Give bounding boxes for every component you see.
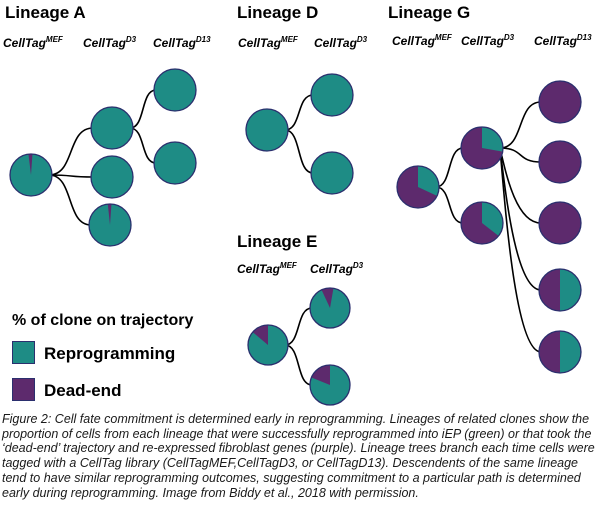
lineage-edge bbox=[499, 147, 542, 163]
pie-node-G-d13-4 bbox=[538, 268, 582, 312]
celltag-sup: D3 bbox=[356, 35, 368, 44]
dead-end-slice bbox=[107, 204, 112, 225]
column-label-g-mef: CellTagMEF bbox=[392, 33, 452, 49]
lineage-edge bbox=[435, 147, 464, 188]
lineage-edge bbox=[435, 186, 464, 224]
celltag-base: CellTag bbox=[3, 36, 46, 50]
celltag-sup: D3 bbox=[125, 35, 137, 44]
pie-node-A-d3-3 bbox=[88, 203, 132, 247]
lineage-edge bbox=[499, 147, 542, 224]
column-label-a-d13: CellTagD13 bbox=[153, 35, 211, 51]
celltag-base: CellTag bbox=[461, 34, 504, 48]
lineage-edge bbox=[284, 94, 314, 131]
lineage-edge bbox=[499, 101, 542, 149]
legend-swatch-dead-end bbox=[12, 378, 35, 401]
dead-end-slice bbox=[461, 202, 499, 245]
column-label-g-d13: CellTagD13 bbox=[534, 33, 592, 49]
lineage-edge bbox=[284, 344, 313, 386]
dead-end-slice bbox=[321, 288, 334, 308]
celltag-sup: D3 bbox=[352, 261, 364, 270]
pie-node-G-d13-2 bbox=[538, 140, 582, 184]
figure-caption: Figure 2: Cell fate commitment is determ… bbox=[2, 412, 595, 500]
lineage-d-title: Lineage D bbox=[237, 3, 319, 22]
celltag-base: CellTag bbox=[153, 36, 196, 50]
lineage-a-title: Lineage A bbox=[5, 3, 86, 22]
legend-title: % of clone on trajectory bbox=[12, 312, 194, 329]
dead-end-slice bbox=[539, 269, 560, 311]
pie-node-D-d3-1 bbox=[310, 73, 354, 117]
celltag-sup: D13 bbox=[195, 35, 211, 44]
celltag-sup: MEF bbox=[434, 33, 452, 42]
dead-end-slice bbox=[539, 331, 560, 373]
dead-end-slice bbox=[461, 127, 503, 169]
dead-end-slice bbox=[311, 365, 330, 385]
column-label-g-d3: CellTagD3 bbox=[461, 33, 515, 49]
celltag-base: CellTag bbox=[83, 36, 126, 50]
pie-node-E-d3-2 bbox=[309, 364, 351, 406]
column-label-e-d3: CellTagD3 bbox=[310, 261, 364, 277]
pie-node-G-mef bbox=[396, 165, 440, 209]
pie-node-E-d3-1 bbox=[309, 287, 351, 329]
lineage-e-title: Lineage E bbox=[237, 232, 318, 251]
lineage-edge bbox=[48, 174, 94, 178]
celltag-sup: MEF bbox=[280, 35, 298, 44]
lineage-edge bbox=[284, 129, 314, 174]
dead-end-slice bbox=[252, 325, 268, 345]
lineage-edge bbox=[129, 89, 157, 129]
lineage-edge bbox=[284, 307, 313, 346]
lineage-edge bbox=[48, 174, 92, 226]
dead-end-slice bbox=[397, 166, 438, 209]
celltag-sup: MEF bbox=[45, 35, 63, 44]
celltag-sup: D3 bbox=[503, 33, 515, 42]
celltag-base: CellTag bbox=[392, 34, 435, 48]
celltag-base: CellTag bbox=[237, 262, 280, 276]
celltag-base: CellTag bbox=[534, 34, 577, 48]
celltag-base: CellTag bbox=[310, 262, 353, 276]
pie-node-E-mef bbox=[247, 324, 289, 366]
legend-swatch-reprogramming bbox=[12, 341, 35, 364]
celltag-base: CellTag bbox=[314, 36, 357, 50]
column-label-d-d3: CellTagD3 bbox=[314, 35, 368, 51]
lineage-edge bbox=[129, 127, 157, 164]
column-label-a-mef: CellTagMEF bbox=[3, 35, 63, 51]
celltag-sup: MEF bbox=[279, 261, 297, 270]
pie-node-G-d3-1 bbox=[460, 126, 504, 170]
pie-node-D-d3-2 bbox=[310, 151, 354, 195]
pie-node-G-d13-1 bbox=[538, 80, 582, 124]
lineage-g-title: Lineage G bbox=[388, 3, 471, 22]
pie-node-A-d13-1 bbox=[153, 68, 197, 112]
pie-node-A-d13-2 bbox=[153, 141, 197, 185]
column-label-a-d3: CellTagD3 bbox=[83, 35, 137, 51]
pie-node-G-d3-2 bbox=[460, 201, 504, 245]
lineage-edge bbox=[48, 127, 94, 176]
legend-label-dead-end: Dead-end bbox=[44, 381, 122, 400]
celltag-base: CellTag bbox=[238, 36, 281, 50]
column-label-d-mef: CellTagMEF bbox=[238, 35, 298, 51]
celltag-sup: D13 bbox=[576, 33, 592, 42]
legend-label-reprogramming: Reprogramming bbox=[44, 344, 176, 363]
lineage-edge bbox=[499, 147, 542, 353]
pie-node-A-d3-1 bbox=[90, 106, 134, 150]
pie-node-A-mef bbox=[9, 153, 53, 197]
pie-node-G-d13-5 bbox=[538, 330, 582, 374]
column-label-e-mef: CellTagMEF bbox=[237, 261, 297, 277]
dead-end-slice bbox=[28, 153, 33, 175]
pie-node-G-d13-3 bbox=[538, 201, 582, 245]
pie-node-A-d3-2 bbox=[90, 155, 134, 199]
pie-node-D-mef bbox=[245, 108, 289, 152]
